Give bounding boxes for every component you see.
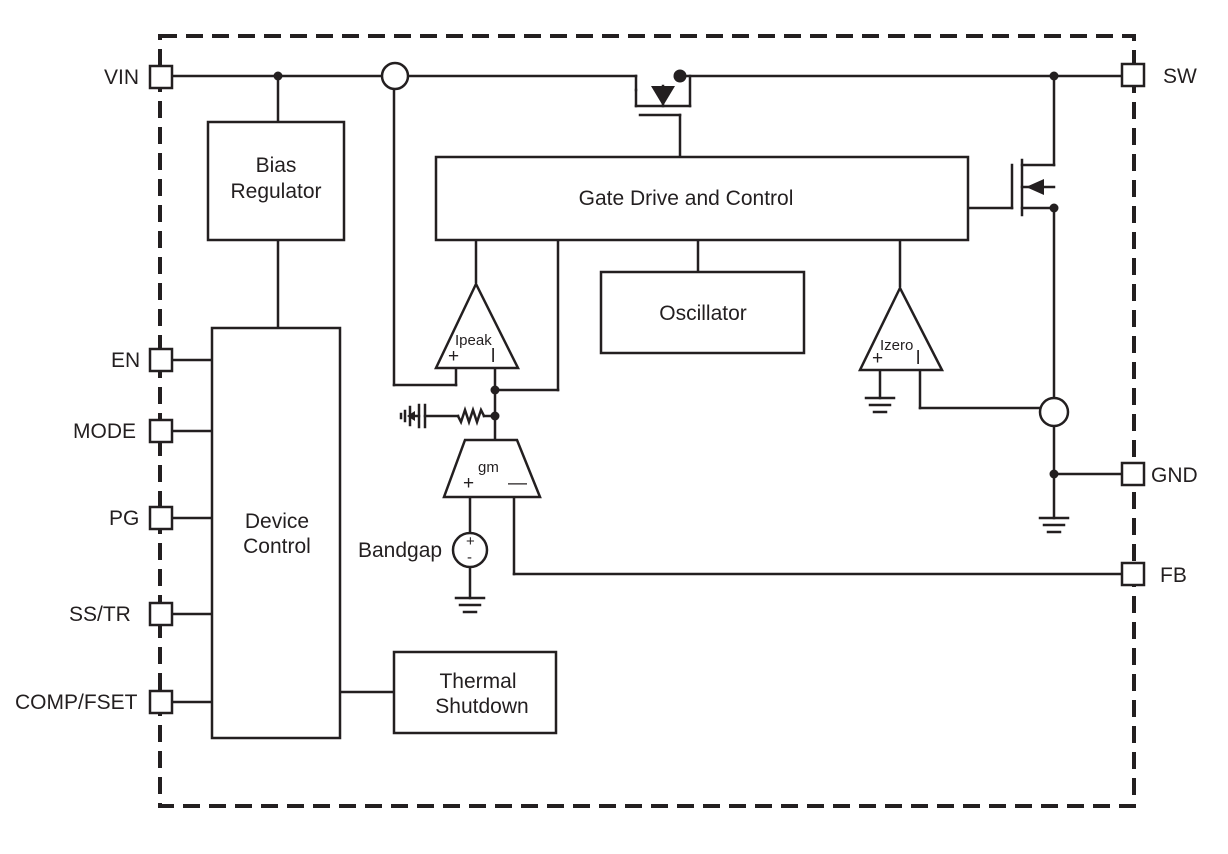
- izero-comparator: [857, 285, 945, 372]
- mode-pin: [148, 418, 174, 444]
- thermal-shutdown-label-1: Thermal: [439, 670, 516, 693]
- pg-pin-label: PG: [109, 507, 139, 530]
- vin-pin: [148, 64, 174, 90]
- bandgap-source: [451, 531, 489, 569]
- ipeak-minus: l: [491, 346, 495, 367]
- high-side-fet-arrow: [651, 86, 675, 106]
- ss-tr-pin-label: SS/TR: [69, 603, 131, 626]
- mode-pin-label: MODE: [73, 420, 136, 443]
- bias-regulator-block: [206, 120, 346, 242]
- gm-plus: +: [463, 473, 474, 494]
- bandgap-plus: +: [466, 533, 475, 550]
- gnd-pin-label: GND: [1151, 464, 1198, 487]
- thermal-shutdown-block: [392, 650, 558, 735]
- izero-label: Izero: [880, 337, 913, 354]
- gate-drive-block: [434, 155, 970, 242]
- comp-fset-pin: [148, 689, 174, 715]
- wires: [170, 74, 1124, 704]
- sw-current-sense: [1038, 396, 1070, 428]
- junctions: [273, 69, 1059, 479]
- pg-pin: [148, 505, 174, 531]
- en-pin: [148, 347, 174, 373]
- sw-pin: [1120, 62, 1146, 88]
- thermal-shutdown-label-2: Shutdown: [435, 695, 528, 718]
- ipeak-plus: +: [448, 346, 459, 367]
- gm-label: gm: [478, 459, 499, 476]
- ipeak-comparator: [434, 281, 521, 370]
- bandgap-label: Bandgap: [358, 539, 442, 562]
- vin-pin-label: VIN: [104, 66, 139, 89]
- ipeak-label: Ipeak: [455, 332, 492, 349]
- pins: [148, 62, 1146, 715]
- oscillator-block: [599, 270, 806, 355]
- gnd-pin: [1120, 461, 1146, 487]
- gm-amplifier: [442, 438, 542, 499]
- bandgap-minus: -: [467, 549, 472, 566]
- ss-tr-pin: [148, 601, 174, 627]
- device-control-label-1: Device: [245, 510, 309, 533]
- fb-pin-label: FB: [1160, 564, 1187, 587]
- izero-plus: +: [872, 348, 883, 369]
- oscillator-label: Oscillator: [659, 302, 747, 325]
- en-pin-label: EN: [111, 349, 140, 372]
- bias-regulator-label-1: Bias: [256, 154, 297, 177]
- device-control-label-2: Control: [243, 535, 311, 558]
- low-side-fet-arrow: [1026, 179, 1044, 195]
- comp-fset-pin-label: COMP/FSET: [15, 691, 138, 714]
- cap-arrow: [407, 411, 415, 421]
- gm-minus: —: [508, 473, 527, 494]
- bias-regulator-label-2: Regulator: [230, 180, 321, 203]
- izero-minus: l: [916, 348, 920, 369]
- device-control-block: [210, 326, 342, 740]
- gate-drive-label: Gate Drive and Control: [579, 187, 794, 210]
- vin-current-sense: [380, 61, 410, 91]
- sw-pin-label: SW: [1163, 65, 1197, 88]
- fb-pin: [1120, 561, 1146, 587]
